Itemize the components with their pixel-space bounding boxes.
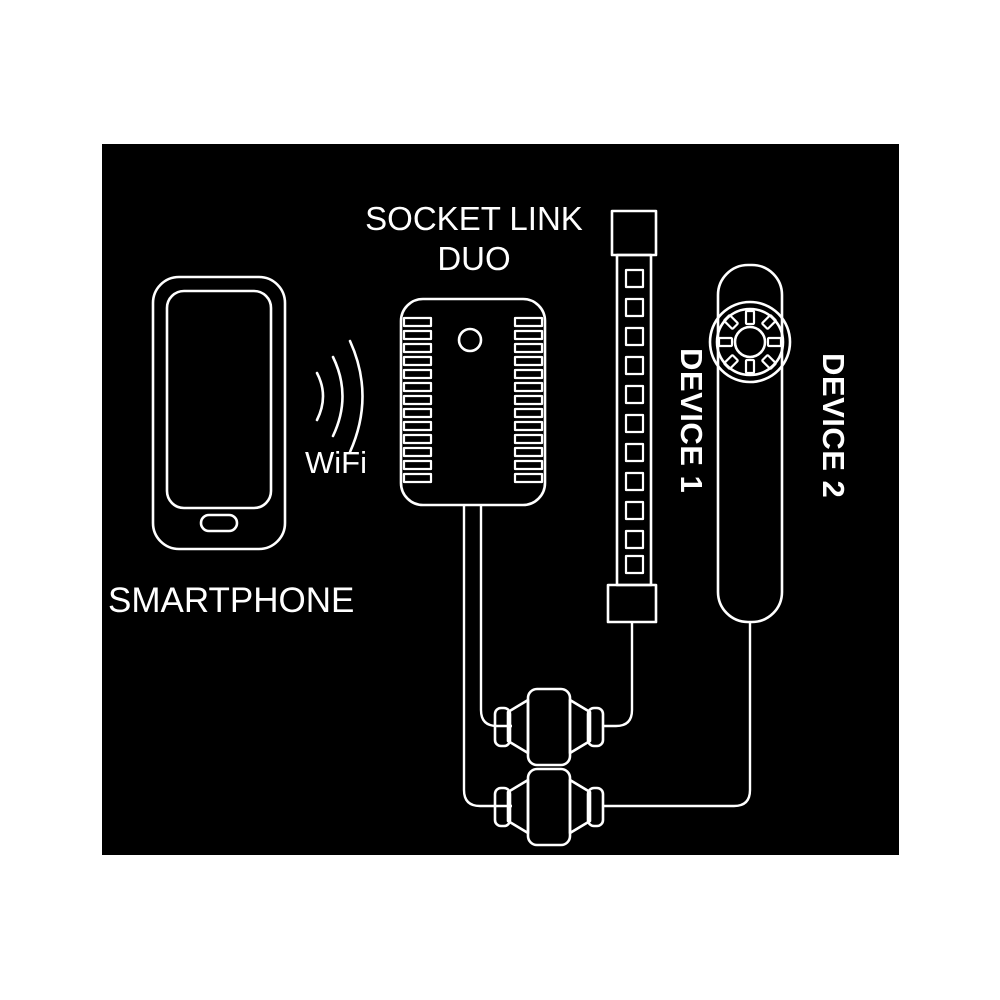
socket-link-status-led bbox=[457, 327, 483, 353]
cable-socketlink-to-coupler-2 bbox=[462, 505, 512, 808]
quick-connect-coupler-2 bbox=[493, 767, 605, 847]
coupler-1-left-collar bbox=[493, 706, 512, 748]
device-2-emblem-rays bbox=[717, 309, 783, 375]
wifi-signal-icon bbox=[315, 339, 364, 454]
coupler-2-left-collar bbox=[493, 786, 512, 828]
wifi-arc-middle bbox=[331, 355, 344, 438]
socket-link-vents-left bbox=[402, 316, 433, 484]
device-1-strip-body bbox=[615, 253, 653, 587]
cable-socketlink-to-coupler-1 bbox=[479, 505, 512, 728]
smartphone-home-button bbox=[199, 513, 239, 533]
device-1-top-cap bbox=[610, 209, 658, 257]
smartphone-body bbox=[151, 275, 287, 551]
cable-device-2-to-coupler-2 bbox=[604, 622, 752, 808]
socket-link-vents-right bbox=[513, 316, 544, 484]
diagram-panel-background bbox=[102, 144, 899, 855]
wifi-arc-inner bbox=[315, 371, 325, 422]
coupler-2-barrel bbox=[526, 767, 572, 847]
smartphone-illustration bbox=[151, 275, 287, 551]
device-2-emblem-core bbox=[733, 325, 767, 359]
smartphone-label: SMARTPHONE bbox=[108, 581, 354, 620]
cable-harness bbox=[462, 505, 752, 808]
device-2-emblem-inner-ring bbox=[715, 307, 785, 377]
coupler-1-barrel bbox=[526, 687, 572, 767]
device-2-label: DEVICE 2 bbox=[816, 353, 851, 498]
wifi-arc-outer bbox=[348, 339, 364, 454]
coupler-2-right-collar bbox=[586, 786, 605, 828]
socket-link-title-line1: SOCKET LINK bbox=[365, 200, 583, 237]
socket-link-duo-illustration bbox=[399, 297, 547, 507]
device-1-illustration bbox=[606, 209, 658, 624]
smartphone-screen bbox=[165, 289, 273, 510]
cable-device-1-to-coupler-1 bbox=[604, 622, 634, 728]
coupler-1-right-collar bbox=[586, 706, 605, 748]
device-2-emblem-outer-ring bbox=[708, 300, 792, 384]
device-1-label: DEVICE 1 bbox=[674, 348, 709, 493]
socket-link-body bbox=[399, 297, 547, 507]
socket-link-title-line2: DUO bbox=[437, 240, 510, 277]
device-2-illustration bbox=[708, 263, 792, 624]
device-1-led-segments bbox=[624, 268, 645, 575]
device-1-bottom-cap bbox=[606, 583, 658, 624]
wifi-label: WiFi bbox=[305, 445, 367, 480]
quick-connect-coupler-1 bbox=[493, 687, 605, 767]
